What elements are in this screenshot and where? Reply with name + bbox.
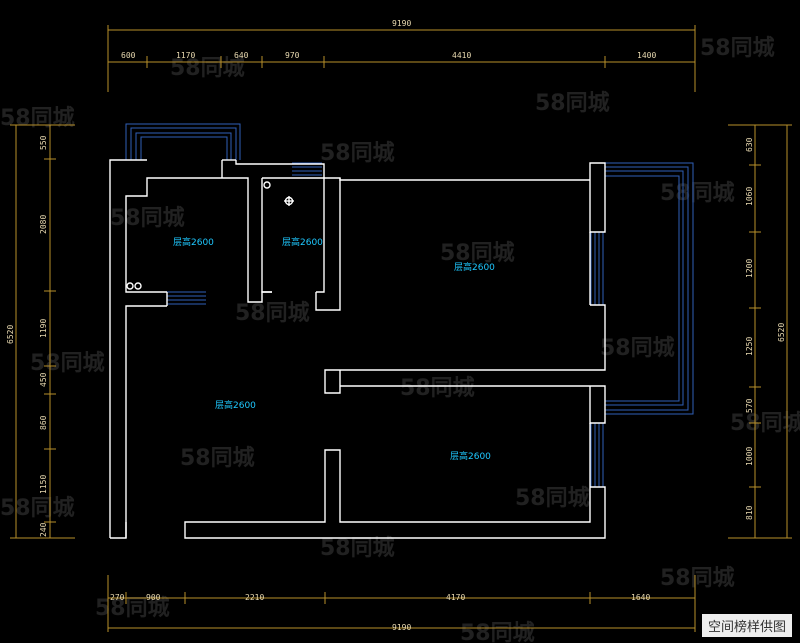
watermark-layer: 58同城 58同城 58同城 58同城 58同城 58同城 58同城 58同城 …	[0, 35, 800, 643]
left-dimension-chain: 6520 550 2080 1190 450 860 1150 240	[6, 124, 75, 539]
dim-bottom-seg: 2210	[245, 593, 264, 602]
dim-right-seg: 810	[745, 505, 754, 520]
bottom-dimension-chain: 270 900 2210 4170 1640 9190	[107, 575, 696, 632]
dim-bottom-seg: 4170	[446, 593, 465, 602]
watermark: 58同城	[170, 55, 245, 81]
windows	[125, 123, 694, 487]
watermark: 58同城	[180, 445, 255, 471]
dim-bottom-seg: 1640	[631, 593, 650, 602]
watermark: 58同城	[700, 35, 775, 61]
watermark: 58同城	[320, 535, 395, 561]
dim-top-seg: 970	[285, 51, 300, 60]
dim-bottom-total: 9190	[392, 623, 411, 632]
dim-right-total: 6520	[777, 323, 786, 342]
dim-top-seg: 600	[121, 51, 136, 60]
room-labels: 层高2600 层高2600 层高2600 层高2600 层高2600	[173, 236, 495, 462]
dim-bottom-seg: 900	[146, 593, 161, 602]
dim-left-seg: 1150	[39, 475, 48, 494]
dim-right-seg: 1250	[745, 337, 754, 356]
watermark: 58同城	[515, 485, 590, 511]
dim-left-seg: 450	[39, 372, 48, 387]
room-label-kitchen: 层高2600	[173, 236, 214, 248]
watermark: 58同城	[730, 410, 800, 436]
watermark: 58同城	[0, 105, 75, 131]
walls	[109, 159, 606, 539]
dim-left-seg: 860	[39, 415, 48, 430]
dim-left-seg: 1190	[39, 319, 48, 338]
top-dimension-chain: 9190 600 1170 640 970 4410 1400	[107, 19, 696, 92]
dim-top-seg: 1400	[637, 51, 656, 60]
watermark: 58同城	[320, 140, 395, 166]
dim-top-seg: 1170	[176, 51, 195, 60]
room-label-master-bedroom: 层高2600	[454, 261, 495, 273]
dim-right-seg: 1060	[745, 187, 754, 206]
dim-top-seg: 4410	[452, 51, 471, 60]
dim-left-total: 6520	[6, 325, 15, 344]
watermark: 58同城	[30, 350, 105, 376]
dim-bottom-seg: 270	[110, 593, 125, 602]
dim-left-seg: 550	[39, 135, 48, 150]
watermark: 58同城	[660, 180, 735, 206]
dim-top-total: 9190	[392, 19, 411, 28]
watermark: 58同城	[235, 300, 310, 326]
dim-left-seg: 240	[39, 522, 48, 537]
image-caption: 空间榜样供图	[701, 614, 792, 637]
watermark: 58同城	[0, 495, 75, 521]
room-label-second-bedroom: 层高2600	[450, 450, 491, 462]
watermark: 58同城	[95, 595, 170, 621]
dim-top-seg: 640	[234, 51, 249, 60]
right-dimension-chain: 630 1060 1200 1250 570 1000 810 6520	[728, 124, 792, 539]
dim-left-seg: 2080	[39, 215, 48, 234]
watermark: 58同城	[400, 375, 475, 401]
watermark: 58同城	[660, 565, 735, 591]
watermark: 58同城	[110, 205, 185, 231]
room-label-living-room: 层高2600	[215, 399, 256, 411]
dim-right-seg: 630	[745, 137, 754, 152]
room-label-bathroom: 层高2600	[282, 236, 323, 248]
dim-right-seg: 1000	[745, 447, 754, 466]
watermark: 58同城	[440, 240, 515, 266]
watermark: 58同城	[600, 335, 675, 361]
watermark: 58同城	[535, 90, 610, 116]
dim-right-seg: 570	[745, 398, 754, 413]
watermark: 58同城	[460, 620, 535, 643]
dim-right-seg: 1200	[745, 259, 754, 278]
